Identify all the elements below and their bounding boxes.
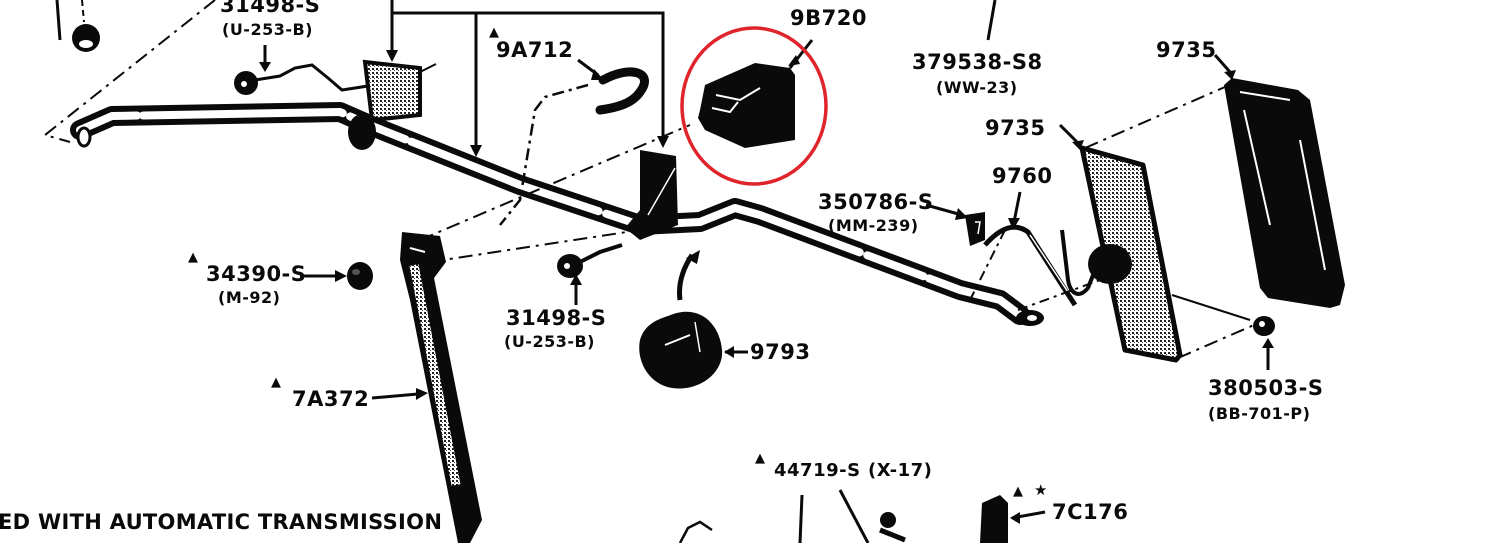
bolt-31498-mid <box>557 243 623 305</box>
leader-bracket <box>386 0 669 157</box>
diagram-caption: ED WITH AUTOMATIC TRANSMISSION <box>0 510 443 534</box>
triangle-marker-9a712: ▲ <box>489 25 499 40</box>
label-350786-code: (MM-239) <box>828 216 919 235</box>
bottom-hardware <box>678 489 1046 543</box>
pedal-pad-9735 <box>1213 54 1345 308</box>
label-380503-code: (BB-701-P) <box>1208 404 1311 423</box>
pivot-bracket-center <box>419 124 691 263</box>
triangle-marker-44719: ▲ <box>755 451 765 466</box>
label-44719-code: (X-17) <box>868 460 933 481</box>
clip-9a712 <box>499 58 649 226</box>
label-31498-mid: 31498-S <box>506 306 607 330</box>
label-7c176: 7C176 <box>1052 500 1129 524</box>
label-7a372: 7A372 <box>292 387 370 411</box>
pivot-bracket-left <box>362 59 437 123</box>
label-34390-code: (M-92) <box>218 288 281 307</box>
label-31498-top-code: (U-253-B) <box>222 20 313 39</box>
pedal-pad-9b720 <box>680 26 828 186</box>
top-left-hardware <box>55 0 100 52</box>
label-9b720: 9B720 <box>790 6 867 30</box>
clip-350786 <box>925 203 985 246</box>
highlight-circle <box>680 26 828 186</box>
leader-379538 <box>986 0 997 41</box>
bolt-31498-top <box>234 45 369 95</box>
label-31498-mid-code: (U-253-B) <box>504 332 595 351</box>
triangle-marker-7a372: ▲ <box>271 375 281 390</box>
label-9793: 9793 <box>750 340 811 364</box>
rod-9760 <box>969 191 1101 311</box>
label-379538-code: (WW-23) <box>936 78 1018 97</box>
label-350786: 350786-S <box>818 190 934 214</box>
lever-7a372 <box>371 232 482 543</box>
label-34390: 34390-S <box>206 262 307 286</box>
bumper-9793 <box>639 250 748 389</box>
label-379538: 379538-S8 <box>912 50 1043 74</box>
label-9735-top: 9735 <box>1156 38 1217 62</box>
screw-380503 <box>1253 316 1275 370</box>
pedal-plate-9735 <box>1058 86 1271 363</box>
triangle-marker-34390: ▲ <box>188 250 198 265</box>
nut-34390 <box>300 262 373 290</box>
label-9735-mid: 9735 <box>985 116 1046 140</box>
label-9760: 9760 <box>992 164 1053 188</box>
label-380503: 380503-S <box>1208 376 1324 400</box>
star-marker-7c176: ★ <box>1034 481 1048 499</box>
triangle-marker-7c176: ▲ <box>1013 484 1023 499</box>
label-31498-top: 31498-S <box>220 0 321 17</box>
label-44719: 44719-S <box>774 460 861 481</box>
label-9a712: 9A712 <box>496 38 574 62</box>
